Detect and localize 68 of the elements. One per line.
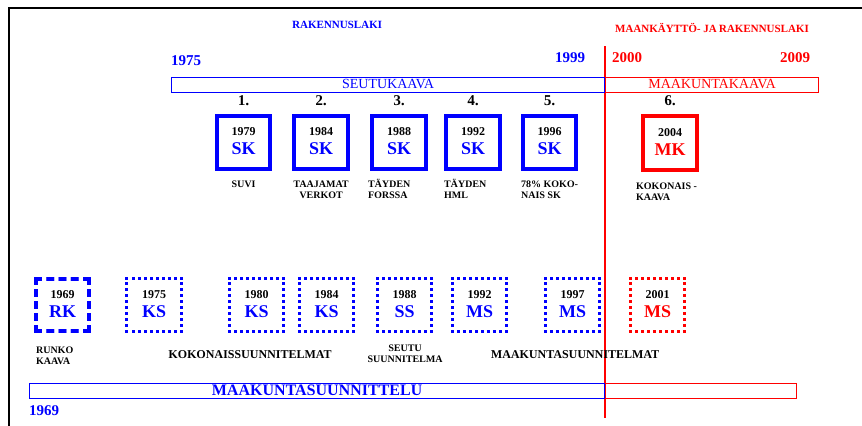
plan-code: SK xyxy=(308,138,333,160)
step-number: 3. xyxy=(392,94,406,110)
caption-text: KOKONAIS - KAAVA xyxy=(636,182,698,203)
plan-box xyxy=(641,114,699,172)
plan-code: SK xyxy=(537,138,562,160)
year-text: 1997 xyxy=(560,288,584,301)
year-label: 2009 xyxy=(780,51,811,67)
year-label: 1975 xyxy=(171,54,202,70)
plan-code: KS xyxy=(314,300,338,322)
plan-code: SK xyxy=(231,138,256,160)
year-text: 2001 xyxy=(646,288,670,301)
caption-text: RUNKO KAAVA xyxy=(36,346,74,367)
year-text: 1996 xyxy=(538,125,562,138)
plan-box xyxy=(292,114,350,171)
heading-label: KOKONAISSUUNNITELMAT xyxy=(167,348,333,361)
heading-label: RAKENNUSLAKI xyxy=(291,20,383,32)
plan-code: MS xyxy=(466,300,493,322)
plan-box xyxy=(298,277,355,333)
year-text: 1984 xyxy=(309,125,333,138)
caption-text: TÄYDEN FORSSA xyxy=(368,180,412,201)
plan-box xyxy=(34,277,91,333)
step-number: 4. xyxy=(466,94,480,110)
year-text: 1988 xyxy=(392,288,416,301)
plan-code: SS xyxy=(394,300,415,322)
timeline-bar: SEUTUKAAVA xyxy=(171,77,605,93)
year-label: 2000 xyxy=(612,51,643,67)
plan-box xyxy=(228,277,285,333)
year-text: 1975 xyxy=(142,288,166,301)
heading-label: MAANKÄYTTÖ- JA RAKENNUSLAKI xyxy=(615,24,810,36)
year-text: 1980 xyxy=(244,288,268,301)
plan-box xyxy=(125,277,183,333)
plan-box xyxy=(444,114,502,171)
plan-box xyxy=(544,277,601,333)
plan-box xyxy=(521,114,578,171)
plan-code: MK xyxy=(654,138,686,160)
timeline-bar xyxy=(605,383,797,399)
plan-code: KS xyxy=(244,300,268,322)
timeline-bar: MAAKUNTAKAAVA xyxy=(605,77,819,93)
year-text: 1979 xyxy=(232,125,256,138)
year-label: 1969 xyxy=(29,404,60,420)
plan-box xyxy=(376,277,433,333)
step-number: 1. xyxy=(236,94,250,110)
plan-code: SK xyxy=(386,138,411,160)
year-text: 1984 xyxy=(314,288,338,301)
year-text: 2004 xyxy=(658,126,682,139)
caption-text: SEUTU SUUNNITELMA xyxy=(366,344,444,365)
year-label: 1999 xyxy=(555,51,586,67)
caption-text: 78% KOKO- NAIS SK xyxy=(521,180,579,201)
year-text: 1969 xyxy=(50,288,74,301)
plan-code: KS xyxy=(142,300,166,322)
step-number: 2. xyxy=(314,94,328,110)
caption-text: TAAJAMAT VERKOT xyxy=(292,180,350,201)
caption-text: TÄYDEN HML xyxy=(444,180,488,201)
plan-code: SK xyxy=(460,138,485,160)
year-text: 1988 xyxy=(387,125,411,138)
plan-box xyxy=(451,277,508,333)
plan-box xyxy=(629,277,686,333)
caption-text: SUVI xyxy=(230,180,256,190)
step-number: 6. xyxy=(663,94,677,110)
plan-code: MS xyxy=(644,300,671,322)
plan-box xyxy=(215,114,272,171)
year-text: 1992 xyxy=(468,288,492,301)
year-text: 1992 xyxy=(461,125,485,138)
plan-box xyxy=(370,114,428,171)
plan-code: RK xyxy=(49,300,76,322)
step-number: 5. xyxy=(542,94,556,110)
plan-code: MS xyxy=(559,300,586,322)
timeline-bar: MAAKUNTASUUNNITTELU xyxy=(29,383,605,399)
